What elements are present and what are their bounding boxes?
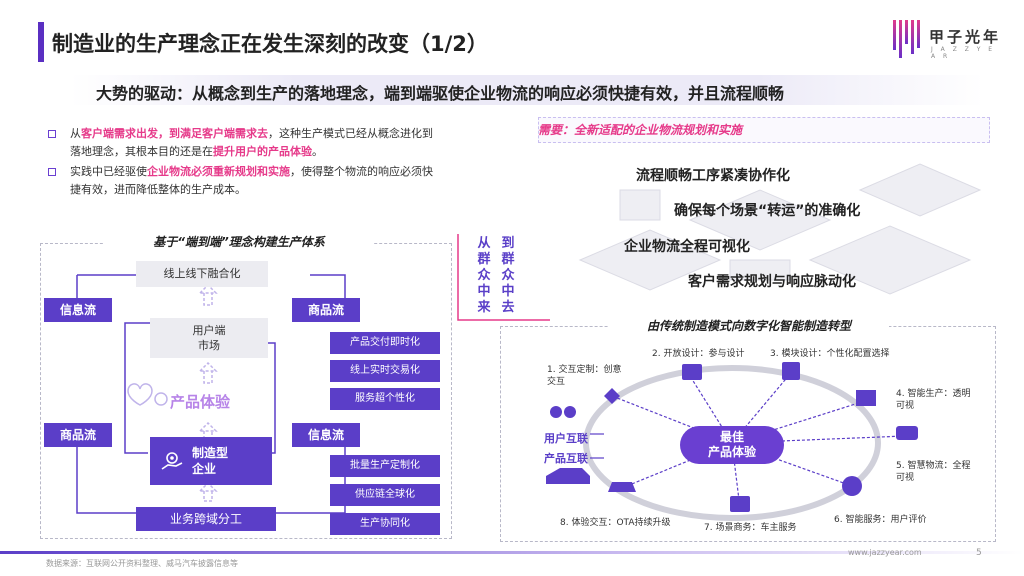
pill-item: 线上实时交易化: [330, 360, 440, 382]
product-experience-label: 产品体验: [170, 393, 231, 411]
factory-icon: [856, 390, 876, 406]
goal-item: 企业物流全程可视化: [624, 239, 750, 255]
goal-item: 确保每个场景“转运”的准确化: [674, 203, 861, 219]
data-source: 数据来源：互联网公开资料整理、威马汽车披露信息等: [46, 559, 238, 568]
user-market-box: 用户端 市场: [150, 318, 268, 358]
pen-icon: [604, 388, 620, 404]
shop-icon: [730, 496, 750, 512]
cycle-step: 2. 开放设计：参与设计: [652, 349, 745, 359]
logo-name: 甲子光年: [929, 28, 1002, 46]
car-icon: [546, 468, 590, 484]
gear-icon: [154, 392, 168, 406]
subheading-banner: 大势的驱动：从概念到生产的落地理念，端到端驱使企业物流的响应必须快捷有效，并且流…: [0, 72, 1024, 108]
title-accent-bar: [38, 22, 44, 62]
online-offline-fusion-box: 线上线下融合化: [136, 261, 268, 287]
cycle-step: 5. 智慧物流：全程可视: [896, 461, 971, 483]
goal-item: 客户需求规划与响应脉动化: [688, 274, 856, 290]
website: www.jazzyear.com: [848, 548, 922, 557]
square-bullet-icon: [48, 130, 56, 138]
cross-domain-division-box: 业务跨域分工: [136, 507, 276, 531]
pill-item: 生产协同化: [330, 513, 440, 535]
bullet-item: 从客户端需求出发，到满足客户端需求去，这种生产模式已经从概念进化到落地理念，其根…: [40, 125, 440, 161]
goal-item: 流程顺畅工序紧凑协作化: [636, 168, 790, 184]
to-the-masses-text: 到群众中去: [501, 236, 515, 315]
pill-item: 产品交付即时化: [330, 332, 440, 354]
cycle-step: 4. 智能生产：透明可视: [896, 389, 971, 411]
cycle-step: 7. 场景商务：车主服务: [704, 523, 797, 533]
cycle-step: 8. 体验交互：OTA持续升级: [560, 518, 671, 528]
subheading-text: 大势的驱动：从概念到生产的落地理念，端到端驱使企业物流的响应必须快捷有效，并且流…: [96, 84, 785, 103]
bullet-item: 实践中已经驱使企业物流必须重新规划和实施，使得整个物流的响应必须快捷有效，进而降…: [40, 163, 440, 199]
center-connectors: [457, 234, 550, 321]
page-title: 制造业的生产理念正在发生深刻的改变（1/2）: [52, 32, 488, 56]
info-flow-tag: 信息流: [44, 298, 112, 322]
car-ota-icon: [608, 482, 636, 492]
factory-illustration: [578, 163, 982, 295]
bullet-list: 从客户端需求出发，到满足客户端需求去，这种生产模式已经从概念进化到落地理念，其根…: [40, 125, 440, 201]
end-to-end-diagram-title: 基于“端到端”理念构建生产体系: [104, 231, 374, 253]
cycle-step: 3. 模块设计：个性化配置选择: [770, 349, 890, 359]
requirement-text: 需要：全新适配的企业物流规划和实施: [538, 123, 743, 137]
cycle-diagram: [546, 362, 918, 521]
pill-item: 批量生产定制化: [330, 455, 440, 477]
digital-transformation-title: 由传统制造模式向数字化智能制造转型: [609, 315, 889, 337]
pill-item: 供应链全球化: [330, 484, 440, 506]
gear-hand-icon: [161, 452, 183, 470]
conveyor-icon: [896, 426, 918, 440]
goods-flow-tag: 商品流: [44, 423, 112, 447]
requirement-banner: [538, 117, 990, 143]
cycle-step: 1. 交互定制：创意交互: [547, 365, 622, 387]
user-interconnect-label: 用户互联: [544, 432, 588, 445]
logo-subtitle: J A Z Z Y E A R: [931, 46, 996, 60]
pill-item: 服务超个性化: [330, 388, 440, 410]
heart-icon: [127, 383, 153, 406]
brand-logo: 甲子光年 J A Z Z Y E A R: [893, 18, 1003, 60]
square-bullet-icon: [48, 168, 56, 176]
users-icon: [550, 406, 562, 418]
from-the-masses-text: 从群众中来: [477, 236, 491, 315]
design-board-icon: [682, 364, 702, 380]
footer-accent-bar: [0, 551, 1024, 554]
goods-flow-tag: 商品流: [292, 298, 360, 322]
info-flow-tag: 信息流: [292, 423, 360, 447]
module-icon: [782, 362, 800, 380]
manufacturing-enterprise-label: 制造型 企业: [192, 446, 229, 476]
service-24-icon: [842, 476, 862, 496]
manufacturing-enterprise-box: 制造型 企业: [150, 437, 272, 485]
best-product-experience: 最佳 产品体验: [680, 426, 784, 464]
product-interconnect-label: 产品互联: [544, 452, 588, 465]
page-number: 5: [976, 548, 982, 558]
cycle-step: 6. 智能服务：用户评价: [834, 515, 927, 525]
